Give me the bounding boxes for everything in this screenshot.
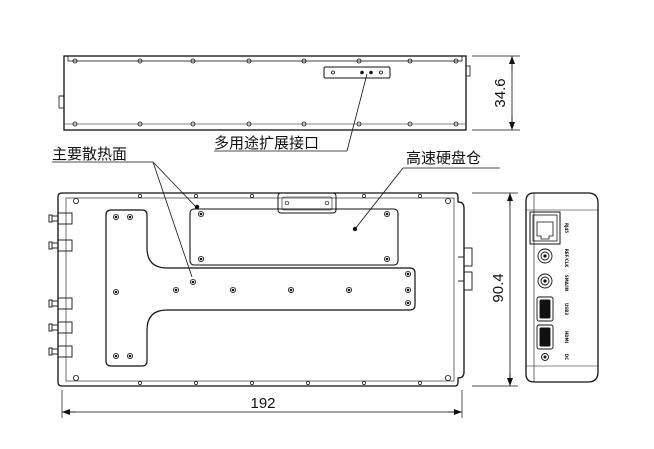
depth-dimension-label: 90.4 <box>490 273 507 302</box>
usb-port <box>536 296 554 322</box>
width-dimension: 192 <box>61 390 463 418</box>
height-dimension-label: 34.6 <box>492 78 509 107</box>
rj45-port <box>529 211 561 245</box>
ssd-bay-outline <box>189 208 399 266</box>
depth-dimension: 90.4 <box>472 192 518 387</box>
port-label-rj45: RJ45 <box>564 223 569 233</box>
width-dimension-label: 192 <box>250 395 275 412</box>
top-view <box>58 55 471 131</box>
expansion-port-plate <box>323 66 391 79</box>
sma-connector-2 <box>537 273 553 289</box>
port-label-dc: DC <box>564 354 569 360</box>
hdmi-port <box>536 324 554 350</box>
port-label-hdmi: HDMI <box>564 331 569 344</box>
expansion-port-label: 多用途扩展接口 <box>214 134 319 152</box>
port-label-usb3: USB3 <box>564 303 569 315</box>
heat-surface-callout: 主要散热面 <box>52 145 198 278</box>
sma-connector-1 <box>537 248 553 264</box>
port-label-ref-clk: REF/CLK <box>564 249 569 268</box>
dc-jack <box>541 353 549 361</box>
heat-surface-label: 主要散热面 <box>52 145 127 163</box>
side-view: RJ45 REF/CLK SMA/IN USB3 HDMI DC <box>525 192 599 383</box>
heat-surface-outline <box>105 209 416 367</box>
port-label-sma-in: SMA/IN <box>564 275 569 291</box>
bottom-view <box>48 192 473 387</box>
expansion-port-callout: 多用途扩展接口 <box>214 73 368 152</box>
ssd-bay-callout: 高速硬盘仓 <box>354 149 500 230</box>
ssd-bay-label: 高速硬盘仓 <box>406 149 481 167</box>
height-dimension: 34.6 <box>472 55 520 131</box>
